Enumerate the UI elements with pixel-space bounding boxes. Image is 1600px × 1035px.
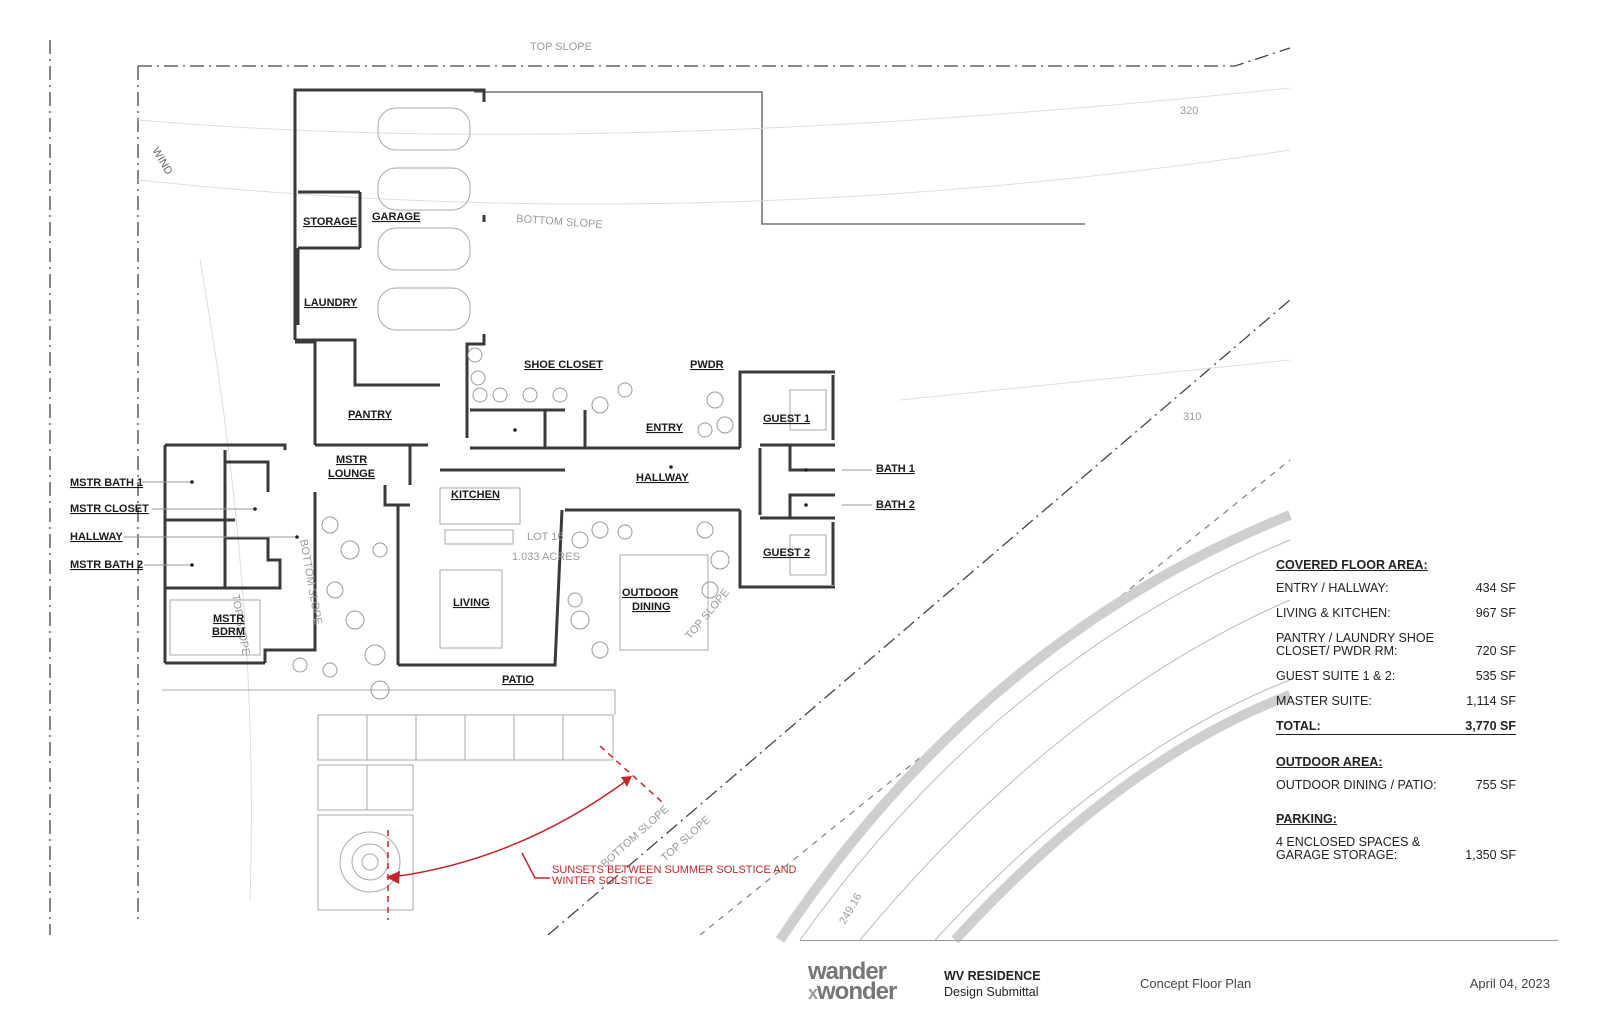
room-outdoor-dining-line1: OUTDOOR xyxy=(622,587,678,599)
project-name: WV RESIDENCE xyxy=(944,969,1041,983)
room-mstr-bdrm-line2: BDRM xyxy=(212,626,245,638)
room-mstr-lounge-line1: MSTR xyxy=(336,454,367,466)
row-value: 1,114 SF xyxy=(1466,694,1516,708)
sunset-note-line2: WINTER SOLSTICE xyxy=(552,875,653,887)
project-info: WV RESIDENCE Design Submittal xyxy=(944,968,1041,1000)
row-label: OUTDOOR DINING / PATIO: xyxy=(1276,778,1437,792)
sunset-arc xyxy=(387,745,663,920)
row-value: 967 SF xyxy=(1475,606,1516,620)
room-laundry: LAUNDRY xyxy=(304,297,358,309)
callout-hallway: HALLWAY xyxy=(70,531,123,543)
wind-label: WIND xyxy=(149,146,174,177)
room-kitchen: KITCHEN xyxy=(451,489,500,501)
bottom-slope-label: BOTTOM SLOPE xyxy=(516,213,603,231)
outdoor-heading: OUTDOOR AREA: xyxy=(1276,755,1383,769)
garage-cars xyxy=(377,107,471,331)
parking-heading: PARKING: xyxy=(1276,812,1337,826)
room-pantry: PANTRY xyxy=(348,409,393,421)
summary-row: 4 ENCLOSED SPACES & GARAGE STORAGE: 1,35… xyxy=(1276,836,1516,862)
area-summary: COVERED FLOOR AREA: ENTRY / HALLWAY: 434… xyxy=(1276,558,1516,882)
room-bath-1: BATH 1 xyxy=(876,463,915,475)
plants xyxy=(292,347,734,700)
furniture xyxy=(162,389,827,911)
covered-heading: COVERED FLOOR AREA: xyxy=(1276,558,1428,572)
covered-floor-area: COVERED FLOOR AREA: ENTRY / HALLWAY: 434… xyxy=(1276,558,1516,735)
row-label: ENTRY / HALLWAY: xyxy=(1276,581,1389,595)
room-mstr-bdrm-line1: MSTR xyxy=(213,613,244,625)
row-value: 434 SF xyxy=(1475,581,1516,595)
callout-mstr-closet: MSTR CLOSET xyxy=(70,503,149,515)
row-value: 535 SF xyxy=(1475,669,1516,683)
total-row: TOTAL: 3,770 SF xyxy=(1276,720,1516,735)
sunset-arrow-east xyxy=(621,776,632,787)
room-storage: STORAGE xyxy=(303,216,357,228)
project-phase: Design Submittal xyxy=(944,985,1039,999)
room-guest-1: GUEST 1 xyxy=(763,413,810,425)
summary-row: LIVING & KITCHEN: 967 SF xyxy=(1276,607,1516,620)
room-pwdr: PWDR xyxy=(690,359,724,371)
callout-dots xyxy=(190,428,808,567)
row-label: 4 ENCLOSED SPACES & GARAGE STORAGE: xyxy=(1276,835,1421,862)
row-label: LIVING & KITCHEN: xyxy=(1276,606,1391,620)
logo-x: x xyxy=(808,983,818,1003)
room-outdoor-dining-line2: DINING xyxy=(632,601,671,613)
road-level-label: 249.16 xyxy=(837,891,864,926)
road-curves xyxy=(775,510,1292,944)
row-label: MASTER SUITE: xyxy=(1276,694,1372,708)
summary-row: OUTDOOR DINING / PATIO: 755 SF xyxy=(1276,779,1516,792)
logo-wonder: wonder xyxy=(817,978,897,1005)
site-lines xyxy=(49,40,1291,936)
room-bath-2: BATH 2 xyxy=(876,499,915,511)
room-entry: ENTRY xyxy=(646,422,684,434)
lot-label: LOT 16 xyxy=(527,531,564,543)
room-hallway: HALLWAY xyxy=(636,472,689,484)
room-garage: GARAGE xyxy=(372,211,420,223)
logo-line1: wander xyxy=(808,958,887,985)
summary-row: GUEST SUITE 1 & 2: 535 SF xyxy=(1276,670,1516,683)
contours xyxy=(137,87,1291,901)
room-guest-2: GUEST 2 xyxy=(763,547,810,559)
bottom-slope-west-label: BOTTOM SLOPE xyxy=(297,538,324,625)
road-edges xyxy=(799,539,1291,941)
row-label: PANTRY / LAUNDRY SHOE CLOSET/ PWDR RM: xyxy=(1276,631,1434,658)
drawing-title: Concept Floor Plan xyxy=(1140,976,1252,991)
room-living: LIVING xyxy=(453,597,490,609)
room-shoe-closet: SHOE CLOSET xyxy=(524,359,603,371)
row-value: 755 SF xyxy=(1475,778,1516,792)
row-label: GUEST SUITE 1 & 2: xyxy=(1276,669,1396,683)
top-slope-label: TOP SLOPE xyxy=(530,41,592,53)
callout-leaders xyxy=(124,469,872,566)
summary-row: ENTRY / HALLWAY: 434 SF xyxy=(1276,582,1516,595)
room-patio: PATIO xyxy=(502,674,534,686)
logo-line2: xwonder xyxy=(808,980,897,1004)
walls xyxy=(163,88,835,667)
contour-310-label: 310 xyxy=(1183,411,1201,423)
summary-row: MASTER SUITE: 1,114 SF xyxy=(1276,695,1516,708)
total-label: TOTAL: xyxy=(1276,719,1321,733)
contour-320-label: 320 xyxy=(1180,105,1198,117)
summary-row: PANTRY / LAUNDRY SHOE CLOSET/ PWDR RM: 7… xyxy=(1276,632,1516,658)
sunset-arrow-west xyxy=(386,871,400,884)
sunset-note-line1: SUNSETS BETWEEN SUMMER SOLSTICE AND xyxy=(552,864,797,876)
title-block-rule xyxy=(800,940,1558,941)
outdoor-area: OUTDOOR AREA: OUTDOOR DINING / PATIO: 75… xyxy=(1276,755,1516,792)
callout-mstr-bath-2: MSTR BATH 2 xyxy=(70,559,143,571)
parking-area: PARKING: 4 ENCLOSED SPACES & GARAGE STOR… xyxy=(1276,812,1516,862)
row-value: 1,350 SF xyxy=(1465,848,1516,862)
row-value: 720 SF xyxy=(1475,644,1516,658)
callout-mstr-bath-1: MSTR BATH 1 xyxy=(70,477,143,489)
drawing-date: April 04, 2023 xyxy=(1469,976,1550,991)
wander-wonder-logo: wander xwonder xyxy=(808,958,897,1004)
top-slope-south-label: TOP SLOPE xyxy=(659,814,713,864)
title-block: wander xwonder WV RESIDENCE Design Submi… xyxy=(800,940,1560,1020)
total-value: 3,770 SF xyxy=(1465,719,1516,733)
lot-area-label: 1.033 ACRES xyxy=(512,551,580,563)
room-mstr-lounge-line2: LOUNGE xyxy=(328,468,375,480)
